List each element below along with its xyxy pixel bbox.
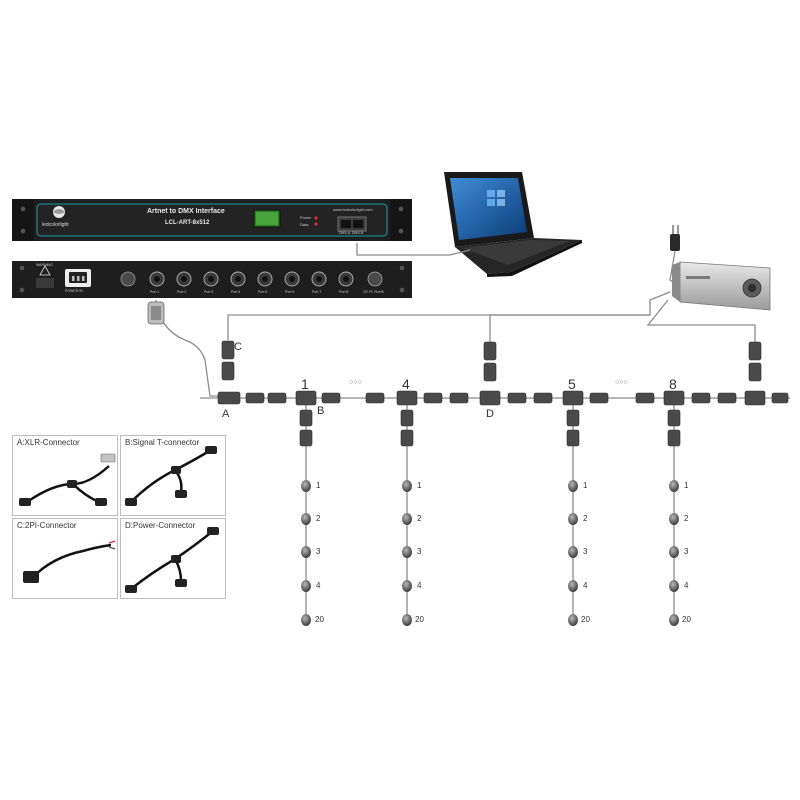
brand-name: ledcolorlight (42, 222, 69, 228)
channel-label-1: 1 (301, 376, 309, 392)
connector-label-b: B (317, 405, 325, 417)
pixel-number: 4 (684, 581, 689, 590)
legend-title: A:XLR-Connector (17, 438, 80, 447)
warning-icon (39, 265, 51, 276)
legend-title: D:Power-Connector (125, 521, 196, 530)
device-model: LCL-ART-8x512 (165, 220, 210, 226)
back-port-1-label: Port 1 (150, 290, 160, 294)
pixel-number: 1 (417, 481, 422, 490)
xlr-connector-icon (19, 453, 116, 506)
pixel-number: 3 (316, 547, 321, 556)
pixel-number: 1 (316, 481, 321, 490)
pixel-number: 20 (682, 615, 691, 624)
pixel-number: 3 (583, 547, 588, 556)
ellipsis-left: ○○○ (349, 379, 362, 386)
power-supply-icon (672, 261, 771, 311)
2pi-connector-icon (23, 540, 116, 583)
pixel-nodes (301, 480, 679, 626)
pixel-number: 3 (684, 547, 689, 556)
pixel-number: 1 (684, 481, 689, 490)
back-port-7-label: Port 7 (312, 290, 322, 294)
cert-label: CE FC RoHS (363, 290, 384, 294)
back-port-3-label: Port 3 (204, 290, 214, 294)
pixel-number: 1 (583, 481, 588, 490)
channel-label-8: 8 (669, 376, 677, 392)
brand-logo (53, 206, 65, 218)
power-plug-icon (670, 225, 680, 251)
fuse-socket-icon (120, 271, 136, 287)
indicator-data-label: Data (300, 222, 309, 227)
back-port-8-label: Port 8 (339, 290, 349, 294)
pixel-number: 2 (417, 514, 422, 523)
device-title: Artnet to DMX Interface (147, 208, 225, 215)
legend-panel-xlr: A:XLR-Connector (12, 435, 118, 516)
xlr-plug-icon (147, 301, 165, 325)
pixel-number: 4 (417, 581, 422, 590)
device-url: www.ledcolorlight.com (333, 207, 373, 212)
pixel-number: 2 (583, 514, 588, 523)
back-port-5-label: Port 5 (258, 290, 268, 294)
legend-title: B:Signal T-connector (125, 438, 200, 447)
pixel-number: 4 (316, 581, 321, 590)
channel-label-5: 5 (568, 376, 576, 392)
pixel-number: 20 (415, 615, 424, 624)
back-port-4-label: Port 4 (231, 290, 241, 294)
legend-panel-power: D:Power-Connector (120, 518, 226, 599)
legend-title: C:2PI-Connector (17, 521, 77, 530)
pixel-gap-dots (305, 598, 675, 608)
back-panel (12, 261, 412, 298)
power-in-label: POWER IN (65, 289, 83, 293)
pixel-number: 2 (684, 514, 689, 523)
main-line-connectors (217, 340, 789, 406)
ethercon-icon (367, 271, 383, 287)
signal-t-connector-icon (125, 446, 217, 506)
pixel-number: 4 (583, 581, 588, 590)
warning-label: WARNING (36, 263, 53, 267)
back-port-2-label: Port 2 (177, 290, 187, 294)
indicator-power-label: Power (300, 215, 312, 220)
eth-port-a-label: DMX-A (339, 231, 351, 235)
pixel-number: 20 (581, 615, 590, 624)
front-panel (12, 199, 412, 241)
xlr-port-row (149, 271, 354, 287)
channel-label-4: 4 (402, 376, 410, 392)
legend-panel-2pi: C:2PI-Connector (12, 518, 118, 599)
pixel-number: 3 (417, 547, 422, 556)
connector-label-c: C (234, 341, 242, 353)
connector-label-a: A (222, 408, 230, 420)
ellipsis-right: ○○○ (615, 379, 628, 386)
back-port-6-label: Port 6 (285, 290, 295, 294)
power-connector-icon (125, 527, 219, 593)
connector-label-d: D (486, 408, 494, 420)
legend-panel-signal-t: B:Signal T-connector (120, 435, 226, 516)
laptop-icon (444, 172, 582, 277)
eth-port-b-label: DMX-B (352, 231, 364, 235)
pixel-number: 20 (315, 615, 324, 624)
branch-connectors (299, 409, 681, 447)
pixel-number: 2 (316, 514, 321, 523)
